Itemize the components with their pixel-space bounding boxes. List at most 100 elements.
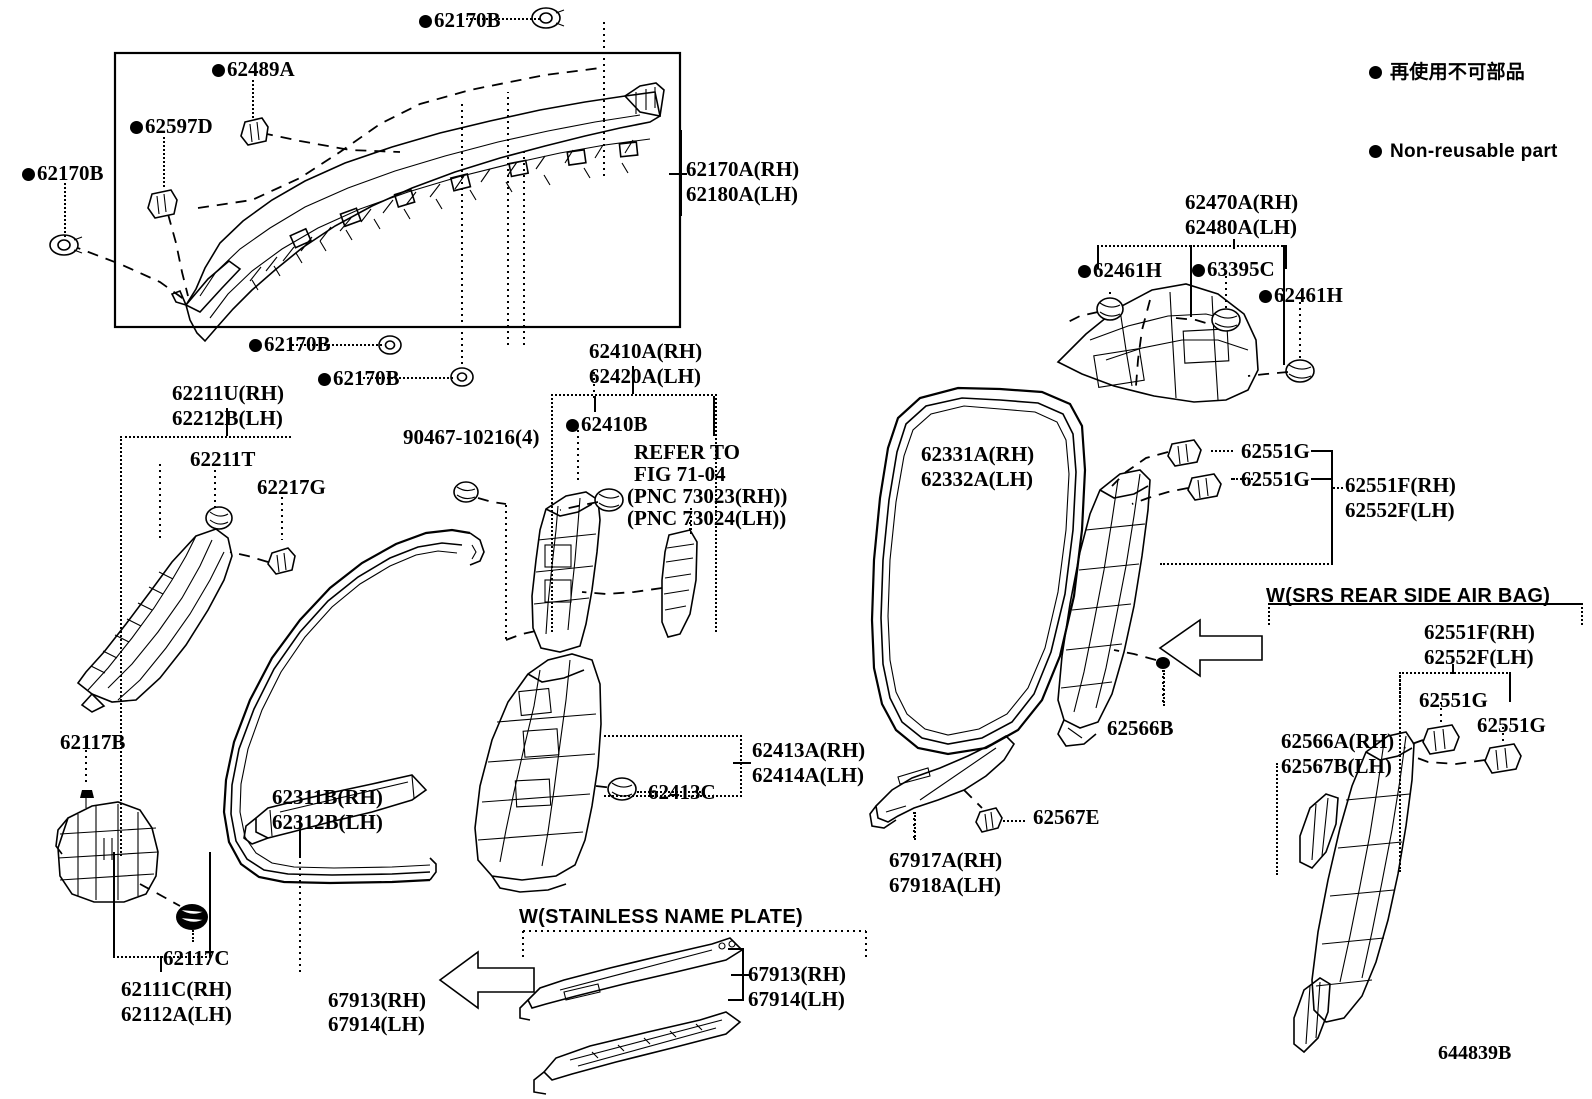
callout-67917a-rh-[interactable]: 67917A(RH) [889,848,1002,873]
callout-text: 62217G [257,475,326,499]
callout-62551g[interactable]: 62551G [1477,713,1546,738]
callout-62551f-rh-[interactable]: 62551F(RH) [1345,473,1456,498]
callout-62414a-lh-[interactable]: 62414A(LH) [752,763,864,788]
callout-62551g[interactable]: 62551G [1419,688,1488,713]
callout-text: 62170B [333,366,400,390]
callout-text: 67914(LH) [328,1012,425,1036]
callout-text: 62489A [227,57,295,81]
part-rear-pillar-trim-lower [1293,731,1415,1054]
callout-62217g[interactable]: 62217G [257,475,326,500]
part-rear-quarter-trim [1056,283,1259,403]
callout-62212b-lh-[interactable]: 62212B(LH) [172,406,283,431]
callout-text: 62211T [190,447,256,471]
legend-row-english: Non-reusable part [1369,139,1558,164]
callout-62480a-lh-[interactable]: 62480A(LH) [1185,215,1297,240]
leader-62211u-stem [226,408,228,436]
annotation-a1: W(SRS REAR SIDE AIR BAG) [1266,585,1551,607]
leader-62413c [637,791,701,793]
callout-67913-rh-[interactable]: 67913(RH) [328,988,426,1013]
callout-62180a-lh-[interactable]: 62180A(LH) [686,182,798,207]
callout-62551g[interactable]: 62551G [1241,439,1310,464]
callout-62170b[interactable]: 62170B [419,8,501,33]
callout-63395c[interactable]: 63395C [1192,257,1275,282]
callout-text: 62410B [581,412,648,436]
callout-67918a-lh-[interactable]: 67918A(LH) [889,873,1001,898]
callout-62567e[interactable]: 62567E [1033,805,1100,830]
leader-62410b-detail [690,508,692,534]
legend-row-japanese: 再使用不可部品 [1369,60,1558,85]
callout--pnc-73023-rh--[interactable]: (PNC 73023(RH)) [627,484,787,509]
callout-62552f-lh-[interactable]: 62552F(LH) [1424,645,1534,670]
callout-62112a-lh-[interactable]: 62112A(LH) [121,1002,232,1027]
leader-62170b-b1 [292,344,382,346]
callout-62170b[interactable]: 62170B [22,161,104,186]
clip-62461H-left [1096,297,1124,321]
callout-62117c[interactable]: 62117C [163,946,230,971]
callout-refer-to[interactable]: REFER TO [634,440,740,465]
callout-62211u-rh-[interactable]: 62211U(RH) [172,381,284,406]
callout-62117b[interactable]: 62117B [60,730,125,755]
callout-62170b[interactable]: 62170B [318,366,400,391]
leader-62551g-1c [1311,450,1331,452]
non-reusable-marker-icon [249,339,262,352]
callout-text: 62420A(LH) [589,364,701,388]
clip-63395C [1211,308,1241,332]
callout-62170b[interactable]: 62170B [249,332,331,357]
callout-62551f-rh-[interactable]: 62551F(RH) [1424,620,1535,645]
callout-62311b-rh-[interactable]: 62311B(RH) [272,785,383,810]
callout-fig-71-04[interactable]: FIG 71-04 [634,462,726,487]
callout-62489a[interactable]: 62489A [212,57,295,82]
callout-text: 62551G [1477,713,1546,737]
callout-text: 62180A(LH) [686,182,798,206]
callout-text: 62597D [145,114,213,138]
clip-62551G-upper [1167,439,1202,467]
leader-62566a [1276,763,1278,875]
callout-62410a-rh-[interactable]: 62410A(RH) [589,339,702,364]
callout-62566a-rh-[interactable]: 62566A(RH) [1281,729,1394,754]
callout-67914-lh-[interactable]: 67914(LH) [328,1012,425,1037]
non-reusable-marker-icon [419,15,432,28]
callout-62170a-rh-[interactable]: 62170A(RH) [686,157,799,182]
bracket-62111c [113,852,211,958]
callout-62331a-rh-[interactable]: 62331A(RH) [921,442,1034,467]
clip-62117B [80,790,94,808]
callout-62420a-lh-[interactable]: 62420A(LH) [589,364,701,389]
callout-text: 62480A(LH) [1185,215,1297,239]
callout-62413c[interactable]: 62413C [648,780,716,805]
callout-text: 62551G [1241,467,1310,491]
callout-text: 62331A(RH) [921,442,1035,466]
callout-62312b-lh-[interactable]: 62312B(LH) [272,810,383,835]
leader-62311b [299,816,301,856]
callout-62566b[interactable]: 62566B [1107,716,1174,741]
leader-62170b-left [64,183,66,237]
non-reusable-marker-icon [1259,290,1272,303]
callout-62461h[interactable]: 62461H [1259,283,1343,308]
callout--pnc-73024-lh--[interactable]: (PNC 73024(LH)) [627,506,786,531]
callout-90467-10216-4-[interactable]: 90467-10216(4) [403,425,539,450]
callout-text: 62212B(LH) [172,406,283,430]
non-reusable-marker-icon-2 [1369,145,1382,158]
callout-text: 67913(RH) [748,962,846,986]
non-reusable-marker-icon [1078,265,1091,278]
callout-67914-lh-[interactable]: 67914(LH) [748,987,845,1012]
clip-62170B-bottom1 [378,335,402,355]
callout-62111c-rh-[interactable]: 62111C(RH) [121,977,232,1002]
callout-62410b[interactable]: 62410B [566,412,648,437]
clip-62489A [240,117,269,146]
callout-62211t[interactable]: 62211T [190,447,255,472]
callout-62567b-lh-[interactable]: 62567B(LH) [1281,754,1392,779]
callout-text: FIG 71-04 [634,462,726,486]
callout-62461h[interactable]: 62461H [1078,258,1162,283]
callout-67913-rh-[interactable]: 67913(RH) [748,962,846,987]
callout-text: 62311B(RH) [272,785,383,809]
leader-62111c-stem [160,956,162,972]
callout-62551g[interactable]: 62551G [1241,467,1310,492]
callout-62413a-rh-[interactable]: 62413A(RH) [752,738,865,763]
callout-62332a-lh-[interactable]: 62332A(LH) [921,467,1033,492]
callout-text: 62461H [1274,283,1343,307]
clip-62551G-rr2 [1484,743,1522,774]
callout-62597d[interactable]: 62597D [130,114,213,139]
callout-62470a-rh-[interactable]: 62470A(RH) [1185,190,1298,215]
callout-62552f-lh-[interactable]: 62552F(LH) [1345,498,1455,523]
